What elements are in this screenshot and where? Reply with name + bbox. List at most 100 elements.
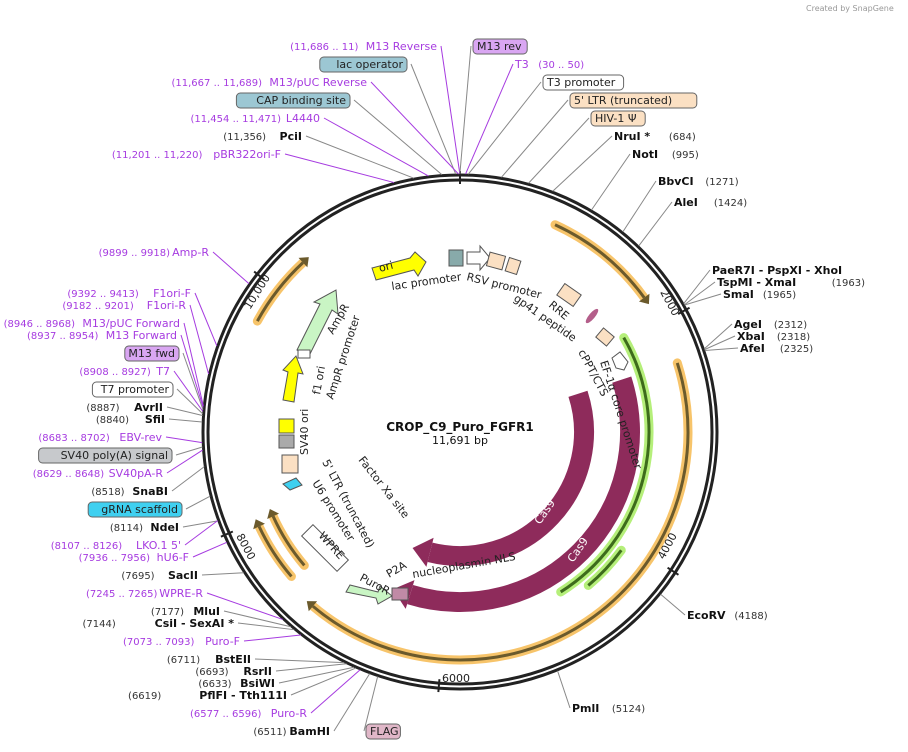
puror-arrow[interactable] [345,584,393,605]
map-label-noti[interactable]: NotI(995) [632,148,699,161]
map-label-tspmi-xmai[interactable]: TspMI - XmaI(1963) [717,276,865,289]
gp41-block[interactable] [584,307,600,325]
map-label-t3[interactable]: T3(30 .. 50) [514,58,584,71]
enzyme-name: SacII [168,569,198,582]
position-range: (9392 .. 9413) [67,289,139,300]
leader-m13-reverse [440,45,461,175]
green-arc[interactable] [559,336,651,594]
map-label-hu6-f[interactable]: hU6-F(7936 .. 7956) [79,551,189,564]
leader-snabi [171,466,205,492]
leader-t3 [465,63,514,175]
map-label-wpre-r[interactable]: WPRE-R(7245 .. 7265) [86,587,203,600]
map-label-m13-rev[interactable]: M13 rev [472,38,528,55]
map-label-mlui[interactable]: MluI(7177) [151,605,220,618]
orf-arc-8000-a[interactable] [257,525,293,578]
leader-puro-r [310,669,361,714]
map-label-amp-r[interactable]: Amp-R(9899 .. 9918) [99,246,210,259]
map-label-grna-scaffold[interactable]: gRNA scaffold [87,501,183,518]
orf-arc-right[interactable] [311,362,690,662]
map-label-t3-promoter[interactable]: T3 promoter [542,74,625,91]
map-label-5-ltr-truncated[interactable]: 5' LTR (truncated) [569,92,698,109]
map-label-hiv-1[interactable]: HIV-1 Ψ [590,110,646,127]
map-label-avrii[interactable]: AvrII(8887) [86,401,163,414]
map-label-t7[interactable]: T7(8908 .. 8927) [79,365,170,378]
ltr3-block[interactable] [281,454,299,474]
enzyme-name: AvrII [134,401,163,414]
orf-arc-left[interactable] [256,261,304,322]
p2a-block[interactable] [391,587,409,601]
map-label-sfii[interactable]: SfiI(8840) [96,413,165,426]
map-label-m13-fwd[interactable]: M13 fwd [124,345,180,362]
grna-scaffold-block[interactable] [282,477,303,491]
map-label-m13-reverse[interactable]: M13 Reverse(11,686 .. 11) [290,40,437,53]
enzyme-name: SfiI [145,413,165,426]
f1-ori-arrow[interactable] [282,355,304,403]
primer-name: EBV-rev [119,431,162,444]
map-label-snabi[interactable]: SnaBI(8518) [91,485,168,498]
ltr-block[interactable] [485,251,507,271]
map-label-pcii[interactable]: PciI(11,356) [223,130,302,143]
enzyme-name: PaeR7I - PspXI - XhoI [712,264,842,277]
ampr-promoter-block[interactable] [297,349,311,359]
green-arc-small[interactable] [587,549,623,587]
rre-block[interactable] [556,282,582,308]
map-label-t7-promoter[interactable]: T7 promoter [91,381,174,398]
map-label-xbai[interactable]: XbaI(2318) [737,330,810,343]
map-label-cap-binding-site[interactable]: CAP binding site [235,92,351,109]
map-label-sacii[interactable]: SacII (7695) [121,569,198,582]
map-label-f1ori-r[interactable]: F1ori-R(9182 .. 9201) [62,299,186,312]
orf-arc-8000-b-arrowhead [267,508,280,519]
leader-puro-f [243,634,301,642]
map-label-bsiwi[interactable]: BsiWI(6633) [198,677,275,690]
map-label-lac-operator[interactable]: lac operator [319,56,408,73]
map-label-bsteii[interactable]: BstEII(6711) [167,653,251,666]
map-label-bamhi[interactable]: BamHI(6511) [253,725,330,738]
map-label-pflfi-tth111i[interactable]: PflFI - Tth111I(6619) [128,689,287,702]
map-label-m13-puc-reverse[interactable]: M13/pUC Reverse(11,667 .. 11,689) [172,76,368,89]
map-label-nrui[interactable]: NruI *(684) [614,130,696,143]
rsv-promoter-arrow[interactable] [466,244,491,272]
map-label-agei[interactable]: AgeI(2312) [734,318,807,331]
map-label-paer7i-pspxi-xhoi[interactable]: PaeR7I - PspXI - XhoI(1953) [712,264,908,277]
sv40-polya-block[interactable] [278,434,295,449]
map-label-sv40-poly-a-signal[interactable]: SV40 poly(A) signal [38,447,173,464]
cppt-block[interactable] [595,327,615,347]
map-label-csii-sexai[interactable]: CsiI - SexAI *(7144) [83,617,235,630]
leader-f1ori-r [189,304,210,375]
hiv-psi-block[interactable] [504,256,522,276]
map-label-puro-r[interactable]: Puro-R(6577 .. 6596) [190,707,307,720]
left-labels: M13 Reverse(11,686 .. 11) lac operatorM13… [4,40,438,738]
map-label-ndei[interactable]: NdeI(8114) [110,521,179,534]
leader-bbvci [622,180,657,233]
map-label-rsrii[interactable]: RsrII(6693) [195,665,272,678]
wpre-block[interactable] [300,523,350,573]
map-label-m13-puc-forward[interactable]: M13/pUC Forward(8946 .. 8968) [4,317,180,330]
map-label-afei[interactable]: AfeI(2325) [740,342,813,355]
map-label-l4440[interactable]: L4440(11,454 .. 11,471) [191,112,321,125]
map-label-sv40pa-r[interactable]: SV40pA-R(8629 .. 8648) [33,467,164,480]
sv40-ori-block[interactable] [278,418,295,434]
map-label-m13-forward[interactable]: M13 Forward(8937 .. 8954) [27,329,177,342]
position-range: (7695) [121,571,154,582]
orf-arc-top[interactable] [554,223,646,299]
map-label-alei[interactable]: AleI(1424) [674,196,747,209]
ef1a-arrow[interactable] [611,351,629,371]
map-label-f1ori-f[interactable]: F1ori-F(9392 .. 9413) [67,287,191,300]
map-label-pbr322ori-f[interactable]: pBR322ori-F(11,201 .. 11,220) [112,148,281,161]
ori-arrow[interactable] [371,251,427,281]
ampr-arrow[interactable] [296,289,339,357]
map-label-pmli[interactable]: PmlI(5124) [572,702,645,715]
map-label-flag[interactable]: FLAG [365,723,401,740]
map-label-ebv-rev[interactable]: EBV-rev(8683 .. 8702) [38,431,162,444]
map-label-smai[interactable]: SmaI(1965) [723,288,796,301]
cas9-outer-arc[interactable] [407,376,640,612]
orf-arc-8000-b[interactable] [271,515,306,567]
map-label-bbvci[interactable]: BbvCI(1271) [658,175,739,188]
position-range: (684) [669,132,696,143]
lac-operator-block[interactable] [448,249,464,267]
map-label-ecorv[interactable]: EcoRV(4188) [687,609,768,622]
cas9-inner-arc[interactable] [427,390,594,566]
map-label-lko-1-5[interactable]: LKO.1 5'(8107 .. 8126) [51,539,181,552]
map-label-puro-f[interactable]: Puro-F(7073 .. 7093) [123,635,240,648]
tick-6000: 6000 [442,672,470,685]
